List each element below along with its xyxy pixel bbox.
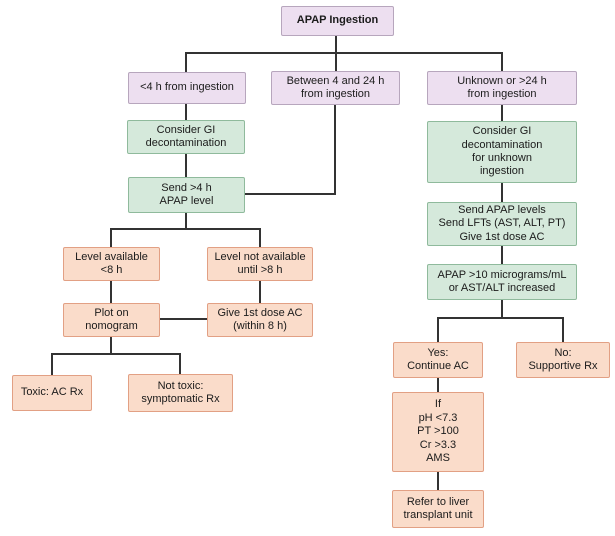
- node-plot-on-nomogram: Plot on nomogram: [63, 303, 160, 337]
- connector-drop-toxic: [51, 353, 53, 375]
- connector-gi-to-sendlevels: [501, 183, 503, 202]
- connector-unknown-to-gi: [501, 105, 503, 121]
- connector-top-branch-bar: [186, 52, 503, 54]
- node-send-apap-levels-lfts: Send APAP levels Send LFTs (AST, ALT, PT…: [427, 202, 577, 246]
- node-refer-liver-transplant: Refer to liver transplant unit: [392, 490, 484, 528]
- node-lt4h-from-ingestion: <4 h from ingestion: [128, 72, 246, 104]
- node-toxic-ac-rx: Toxic: AC Rx: [12, 375, 92, 411]
- connector-drop-not-toxic: [179, 353, 181, 374]
- node-send-gt4h-apap-level: Send >4 h APAP level: [128, 177, 245, 213]
- node-consider-gi-unknown: Consider GI decontamination for unknown …: [427, 121, 577, 183]
- node-between-4-and-24h: Between 4 and 24 h from ingestion: [271, 71, 400, 105]
- connector-plot-stem: [110, 337, 112, 355]
- connector-level-to-plot: [110, 281, 112, 303]
- connector-drop-level-not-available: [259, 228, 261, 247]
- connector-drop-yes: [437, 317, 439, 342]
- node-apap-ingestion: APAP Ingestion: [281, 6, 394, 36]
- connector-if-to-refer: [437, 472, 439, 490]
- node-apap-gt10-or-ast-alt: APAP >10 micrograms/mL or AST/ALT increa…: [427, 264, 577, 300]
- connector-lt4h-to-gi: [185, 104, 187, 120]
- connector-yes-to-if: [437, 378, 439, 392]
- connector-sendlevels-to-apap10: [501, 246, 503, 264]
- connector-drop-level-available: [110, 228, 112, 247]
- connector-drop-left-branch: [185, 52, 187, 72]
- connector-notavail-to-give: [259, 281, 261, 303]
- connector-between-down: [334, 105, 336, 195]
- node-yes-continue-ac: Yes: Continue AC: [393, 342, 483, 378]
- connector-send4h-stem: [185, 213, 187, 230]
- connector-yesno-split-bar: [437, 317, 564, 319]
- node-unknown-or-gt24h: Unknown or >24 h from ingestion: [427, 71, 577, 105]
- connector-gi-to-send4h: [185, 154, 187, 177]
- node-give-1st-dose-ac: Give 1st dose AC (within 8 h): [207, 303, 313, 337]
- connector-between-to-send4h: [245, 193, 336, 195]
- node-not-toxic-symptomatic-rx: Not toxic: symptomatic Rx: [128, 374, 233, 412]
- node-level-available-lt8h: Level available <8 h: [63, 247, 160, 281]
- node-no-supportive-rx: No: Supportive Rx: [516, 342, 610, 378]
- connector-drop-no: [562, 317, 564, 342]
- connector-apap10-stem: [501, 300, 503, 319]
- node-if-criteria: If pH <7.3 PT >100 Cr >3.3 AMS: [392, 392, 484, 472]
- node-consider-gi-decontamination: Consider GI decontamination: [127, 120, 245, 154]
- connector-level-split-bar: [110, 228, 261, 230]
- connector-toxic-split-bar: [51, 353, 181, 355]
- connector-drop-right-branch: [501, 52, 503, 71]
- node-level-not-available-gt8h: Level not available until >8 h: [207, 247, 313, 281]
- connector-plot-to-give: [160, 318, 207, 320]
